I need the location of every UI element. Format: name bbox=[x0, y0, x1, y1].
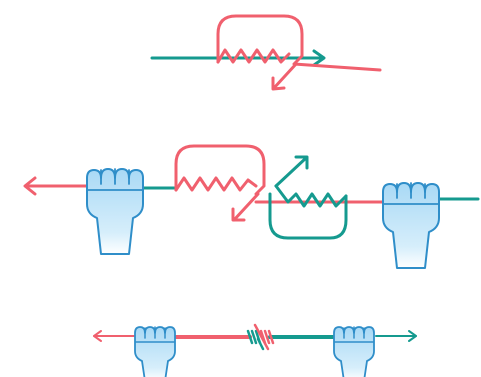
fist-icon bbox=[333, 326, 375, 377]
panel-knot-step-3 bbox=[93, 323, 417, 377]
rope-red-tail bbox=[272, 62, 298, 90]
rope-teal-loop bbox=[268, 192, 348, 240]
rope-zigzag bbox=[174, 176, 258, 192]
rope-red-loop bbox=[174, 144, 266, 196]
fist-icon bbox=[382, 182, 440, 269]
arrow-icon bbox=[294, 155, 309, 170]
fist-icon bbox=[134, 326, 176, 377]
arrow-icon bbox=[312, 49, 326, 67]
rope-red-loop bbox=[216, 14, 382, 72]
arrow-icon bbox=[231, 207, 246, 222]
rope-teal-tail bbox=[274, 156, 308, 188]
panel-knot-step-2 bbox=[23, 144, 480, 269]
arrow-icon bbox=[408, 330, 417, 342]
rope-zigzag bbox=[274, 184, 348, 208]
arrow-icon bbox=[23, 176, 37, 196]
tight-knot bbox=[246, 323, 275, 351]
panel-knot-step-1 bbox=[150, 14, 382, 91]
arrow-icon bbox=[93, 330, 102, 342]
rope-zigzag bbox=[216, 48, 291, 64]
fist-icon bbox=[86, 168, 144, 255]
rope-red-tail bbox=[232, 192, 260, 222]
arrow-icon bbox=[271, 76, 286, 91]
